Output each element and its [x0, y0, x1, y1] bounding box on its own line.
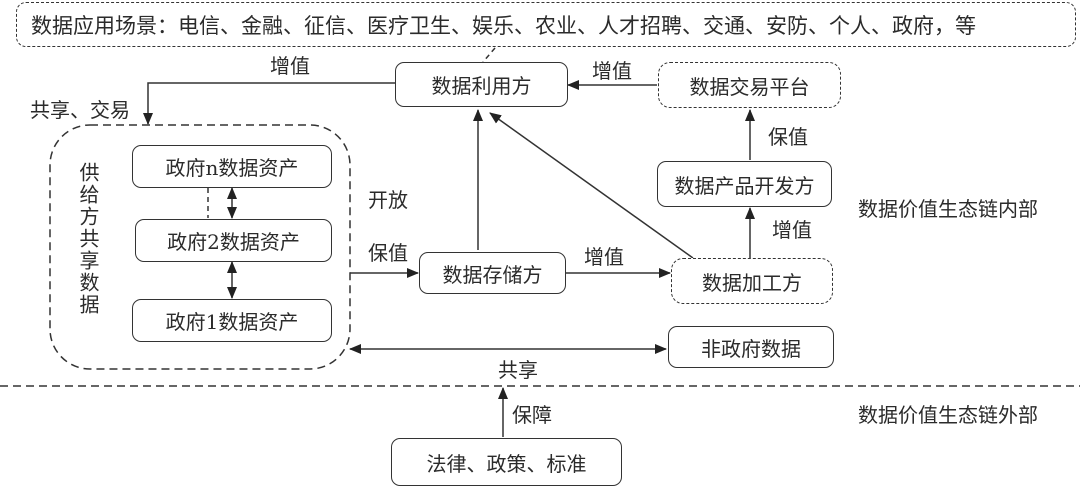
edge-processor-to-user — [489, 112, 694, 259]
label-processor-to-developer: 增值 — [772, 218, 812, 242]
scenario-box: 数据应用场景：电信、金融、征信、医疗卫生、娱乐、农业、人才招聘、交通、安防、个人… — [16, 2, 1076, 47]
label-developer-to-platform: 保值 — [768, 125, 808, 149]
node-trading-platform[interactable]: 数据交易平台 — [658, 62, 841, 108]
node-law-label: 法律、政策、标准 — [426, 451, 587, 476]
node-gov-2[interactable]: 政府2数据资产 — [135, 219, 332, 262]
node-processor-label: 数据加工方 — [702, 270, 802, 295]
supplier-group-border — [49, 124, 351, 370]
label-share-non-gov: 共享 — [498, 358, 538, 382]
supplier-group-label: 供给方共享数据 — [76, 162, 100, 316]
label-share-trade: 共享、交易 — [30, 98, 130, 122]
node-data-user-label: 数据利用方 — [431, 74, 532, 98]
scenario-text: 数据应用场景：电信、金融、征信、医疗卫生、娱乐、农业、人才招聘、交通、安防、个人… — [31, 13, 976, 38]
label-platform-to-user: 增值 — [592, 59, 632, 83]
node-storage-label: 数据存储方 — [442, 262, 543, 287]
node-gov-1-label: 政府1数据资产 — [165, 310, 299, 334]
node-product-developer[interactable]: 数据产品开发方 — [657, 161, 832, 207]
node-gov-2-label: 政府2数据资产 — [167, 230, 300, 254]
region-label-outer: 数据价值生态链外部 — [858, 403, 1038, 427]
node-gov-n-label: 政府n数据资产 — [165, 156, 299, 180]
node-law[interactable]: 法律、政策、标准 — [391, 438, 622, 486]
node-data-user[interactable]: 数据利用方 — [395, 62, 568, 107]
node-trading-platform-label: 数据交易平台 — [689, 74, 810, 99]
node-processor[interactable]: 数据加工方 — [671, 258, 833, 304]
label-storage-to-processor: 增值 — [584, 245, 624, 269]
label-open: 开放 — [368, 188, 408, 212]
node-non-gov-label: 非政府数据 — [701, 336, 801, 361]
label-guarantee: 保障 — [512, 403, 552, 427]
label-supplier-to-storage: 保值 — [368, 241, 408, 265]
node-gov-1[interactable]: 政府1数据资产 — [132, 299, 332, 342]
edge-user-to-supplier — [143, 82, 395, 125]
label-user-to-supplier-value: 增值 — [270, 54, 310, 78]
edge-scenario-to-user — [482, 47, 496, 63]
node-product-developer-label: 数据产品开发方 — [674, 173, 815, 198]
node-storage[interactable]: 数据存储方 — [419, 252, 566, 294]
node-gov-n[interactable]: 政府n数据资产 — [132, 145, 332, 188]
region-label-inner: 数据价值生态链内部 — [858, 197, 1038, 221]
node-non-gov[interactable]: 非政府数据 — [668, 326, 834, 368]
